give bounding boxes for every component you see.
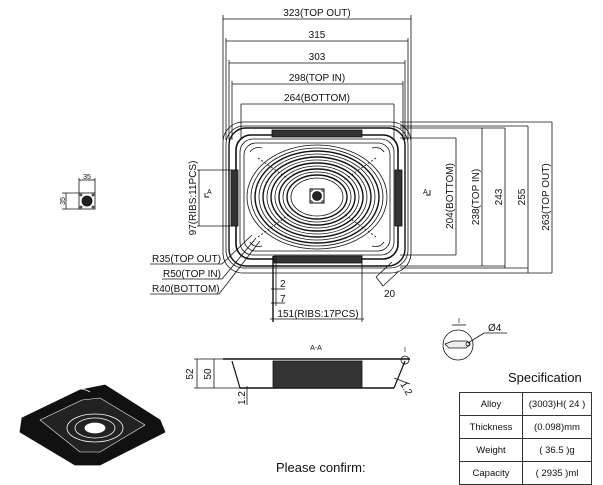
dim-204: 204(BOTTOM) <box>445 163 456 229</box>
detail-height-label: 35 <box>60 197 67 205</box>
dim-298: 298(TOP IN) <box>289 73 345 84</box>
dim-97-ribs: 97(RIBS:11PCS) <box>188 161 199 236</box>
section-marker-right: A <box>423 189 428 196</box>
tray-plan-view <box>222 121 412 274</box>
radius-r35: R35(TOP OUT) <box>152 254 221 265</box>
dim-255: 255 <box>517 188 528 205</box>
dim-52: 52 <box>185 368 196 380</box>
dim-315: 315 <box>309 30 326 41</box>
dim-1-2-bottom: 1.2 <box>237 391 248 405</box>
dim-7: 7 <box>280 294 286 305</box>
spec-value: ( 2935 )ml <box>522 461 592 485</box>
dim-2: 2 <box>280 279 286 290</box>
spec-value: ( 36.5 )g <box>522 438 592 462</box>
detail-mark: I <box>458 318 460 325</box>
radius-r50: R50(TOP IN) <box>163 269 221 280</box>
top-dimensions: 323(TOP OUT) 315 303 298(TOP IN) 264(BOT… <box>222 8 412 140</box>
section-detail-mark: I <box>404 347 406 354</box>
spec-row: Alloy (3003)H( 24 ) <box>459 392 592 416</box>
dim-151-ribs: 151(RIBS:17PCS) <box>277 309 358 320</box>
bottom-dimensions: 2 7 151(RIBS:17PCS) 20 <box>270 256 399 322</box>
dim-238: 238(TOP IN) <box>471 169 482 225</box>
section-view: A-A I 52 50 1.2 1.2 <box>185 345 414 405</box>
dim-323: 323(TOP OUT) <box>283 8 350 19</box>
detail-view-i: Ø4 I <box>442 318 507 361</box>
section-title: A-A <box>310 345 322 352</box>
radius-leaders: R35(TOP OUT) R50(TOP IN) R40(BOTTOM) <box>150 234 261 295</box>
dim-264: 264(BOTTOM) <box>284 93 350 104</box>
spec-row: Capacity ( 2935 )ml <box>459 461 592 485</box>
dim-1-2-wall: 1.2 <box>397 380 414 398</box>
radius-r40: R40(BOTTOM) <box>152 284 220 295</box>
spec-row: Weight ( 36.5 )g <box>459 438 592 462</box>
left-ribs-dimension: 97(RIBS:11PCS) A A <box>188 161 431 236</box>
spec-row: Thickness (0.098)mm <box>459 415 592 439</box>
dim-243: 243 <box>494 188 505 205</box>
tray-isometric <box>19 384 166 466</box>
dim-303: 303 <box>309 52 326 63</box>
detail-diameter: Ø4 <box>488 323 502 334</box>
right-dimensions: 204(BOTTOM) 238(TOP IN) 243 255 263(TOP … <box>400 121 553 274</box>
detail-square-view: 35 35 <box>60 174 96 210</box>
spec-value: (3003)H( 24 ) <box>522 392 592 416</box>
spec-label: Thickness <box>459 415 523 439</box>
please-confirm-label: Please confirm: <box>276 460 366 475</box>
dim-263: 263(TOP OUT) <box>541 163 552 230</box>
specification-table: Alloy (3003)H( 24 ) Thickness (0.098)mm … <box>459 392 592 485</box>
section-marker-left: A <box>207 189 212 196</box>
specification-title: Specification <box>508 370 582 385</box>
dim-50: 50 <box>203 368 214 380</box>
detail-width-label: 35 <box>83 174 91 181</box>
spec-label: Capacity <box>459 461 523 485</box>
spec-label: Weight <box>459 438 523 462</box>
spec-value: (0.098)mm <box>522 415 592 439</box>
spec-label: Alloy <box>459 392 523 416</box>
dim-20: 20 <box>384 289 396 300</box>
